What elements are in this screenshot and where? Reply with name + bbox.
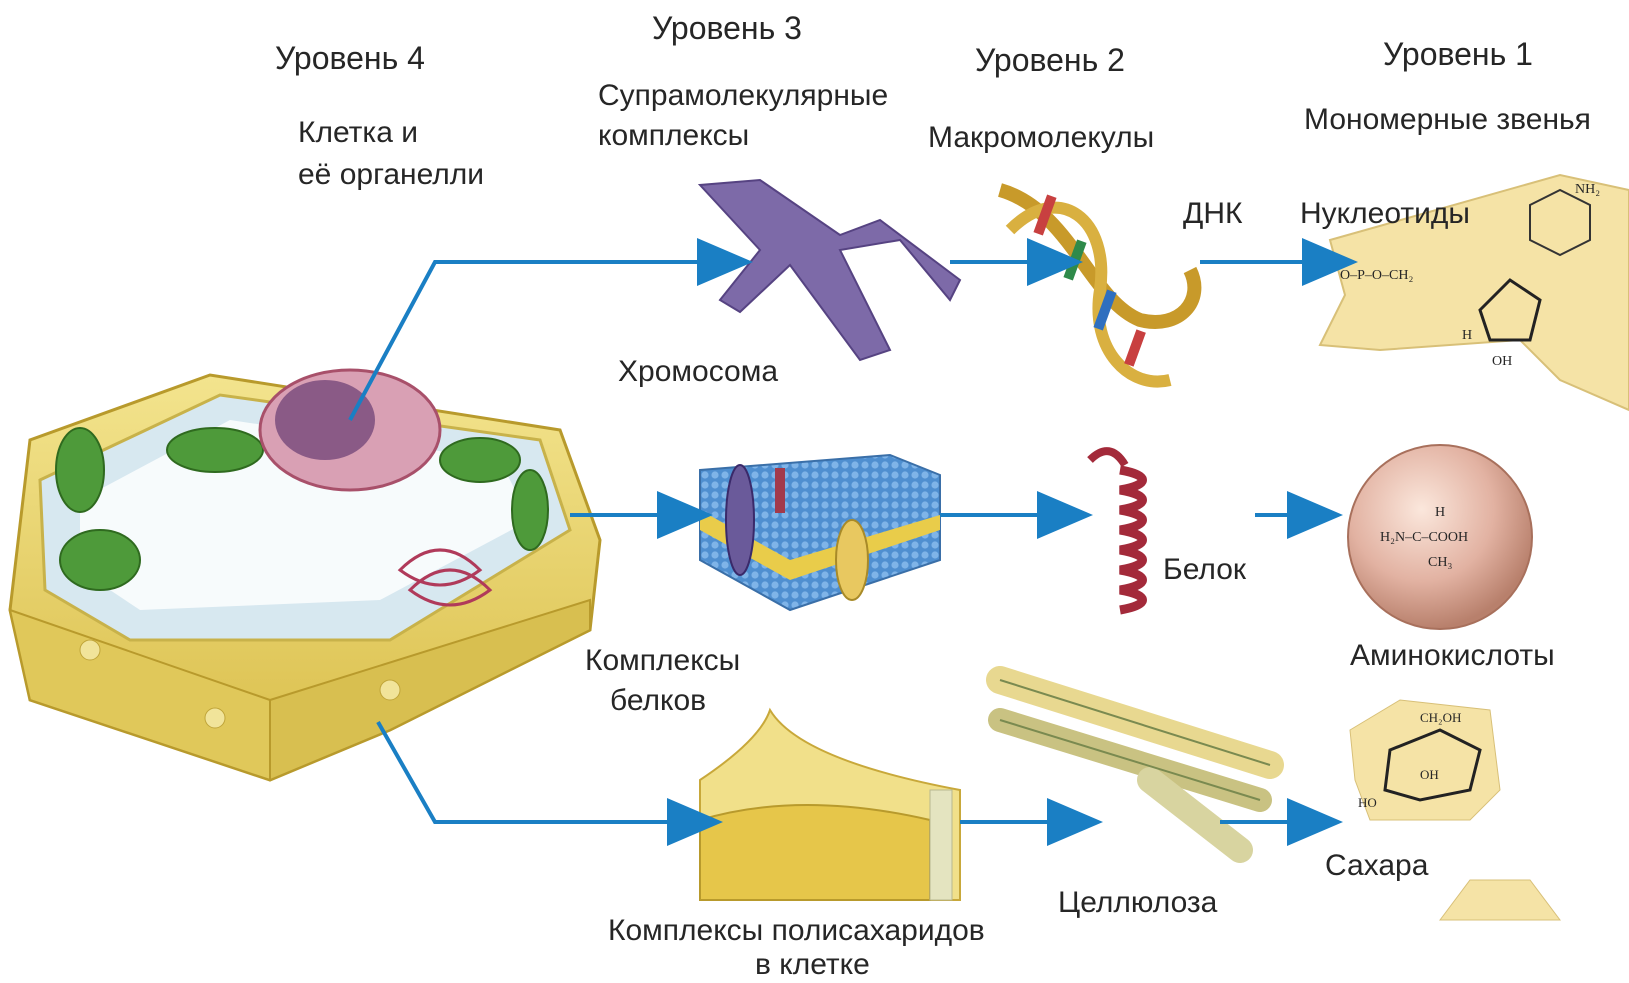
label-protein-complexes-line1: Комплексы (585, 643, 740, 679)
level-2-title: Уровень 2 (975, 42, 1125, 78)
label-protein-complexes-line2: белков (610, 683, 706, 719)
label-dna: ДНК (1183, 196, 1242, 232)
level-4-subtitle-line1: Клетка и (298, 115, 418, 151)
level-3-subtitle-line2: комплексы (598, 118, 749, 154)
formula-oh: OH (1492, 344, 1512, 380)
level-4-subtitle-line2: её органелли (298, 157, 484, 193)
dna-illustration (1000, 190, 1194, 382)
label-amino-acids: Аминокислоты (1350, 638, 1555, 674)
polysaccharide-illustration (700, 710, 960, 900)
protein-helix-illustration (1090, 451, 1143, 610)
plant-cell-illustration (10, 370, 600, 780)
level-1-title: Уровень 1 (1383, 36, 1533, 72)
formula-sugar-oh: OH (1420, 757, 1439, 793)
formula-nh2: NH₂ (1575, 172, 1600, 208)
chromosome-illustration (700, 180, 960, 360)
formula-amino-bottom: CH₃ (1428, 545, 1452, 581)
label-polysaccharide-complexes-line2: в клетке (755, 947, 870, 983)
formula-sugar-top: CH₂OH (1420, 700, 1461, 736)
label-cellulose: Целлюлоза (1058, 885, 1217, 921)
membrane-illustration (700, 455, 940, 610)
formula-amino-main: H₂N–C–COOH (1380, 520, 1468, 556)
label-chromosome: Хромосома (618, 354, 778, 390)
cellulose-illustration (1000, 680, 1270, 850)
arrow-cell-to-polysaccharides (378, 722, 715, 822)
label-sugars: Сахара (1325, 848, 1428, 884)
level-3-title: Уровень 3 (652, 10, 802, 46)
level-2-subtitle: Макромолекулы (928, 120, 1154, 156)
label-protein: Белок (1163, 552, 1246, 588)
formula-phosphate: O–P–O–CH₂ (1340, 258, 1413, 294)
formula-h: H (1462, 318, 1472, 354)
level-3-subtitle-line1: Супрамолекулярные (598, 78, 888, 114)
level-4-title: Уровень 4 (275, 40, 425, 76)
label-polysaccharide-complexes-line1: Комплексы полисахаридов (608, 913, 985, 949)
level-1-subtitle: Мономерные звенья (1304, 102, 1591, 138)
formula-sugar-ho: HO (1358, 785, 1377, 821)
label-nucleotides: Нуклеотиды (1300, 196, 1470, 232)
